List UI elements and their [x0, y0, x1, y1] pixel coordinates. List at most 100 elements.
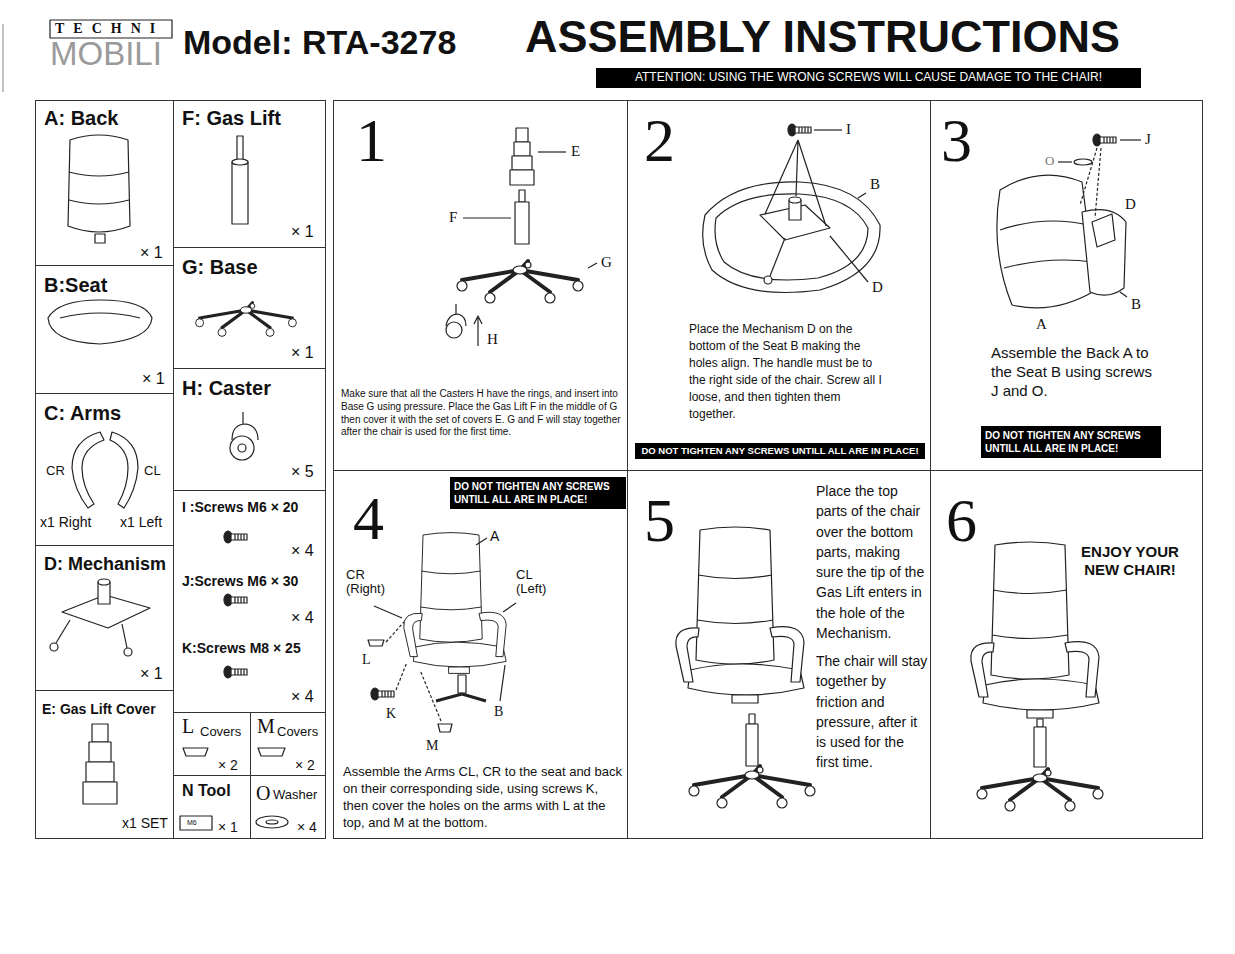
part-cell: N ToolM6 × 1 [173, 775, 251, 839]
quantity: × 1 [140, 665, 163, 683]
step4-drawing [503, 603, 516, 612]
warning-box: DO NOT TIGHTEN ANY SCREWS UNTILL ALL ARE… [450, 477, 626, 509]
caster-drawing [230, 412, 258, 460]
part-title: D: Mechanism [44, 554, 166, 575]
step2-drawing [789, 197, 801, 203]
mechanism-drawing [122, 624, 127, 648]
quantity: × 1 [218, 819, 238, 835]
back-drawing [69, 172, 129, 204]
step1-drawing [446, 322, 462, 338]
step3-drawing [1092, 214, 1115, 247]
step4-drawing [500, 665, 505, 701]
part-cell: L Covers × 2 [173, 712, 251, 776]
step6-drawing [977, 769, 1103, 811]
base-drawing [196, 303, 297, 337]
part-cell: D: Mechanism × 1 [35, 545, 174, 691]
step-number: 2 [644, 105, 675, 176]
mechanism-drawing [124, 648, 132, 656]
part-name: Covers [277, 725, 318, 740]
callout-letter: I [846, 121, 851, 138]
arms-drawing [72, 432, 138, 508]
part-title: N Tool [182, 782, 231, 800]
caster-drawing [230, 436, 254, 460]
tool-drawing [180, 816, 212, 830]
callout-letter: J [1145, 131, 1151, 148]
instruction-text: Place the top parts of the chair over th… [816, 481, 928, 643]
step-number: 6 [946, 485, 977, 556]
callout-letter: L [362, 652, 371, 667]
quantity: x1 Left [120, 514, 162, 530]
washer-drawing [256, 816, 288, 828]
quantity: × 2 [218, 757, 238, 773]
step1-drawing [515, 202, 529, 244]
step6-drawing [971, 542, 1099, 718]
back-drawing [95, 234, 105, 243]
warning-box: DO NOT TIGHTEN ANY SCREWS UNTILL ALL ARE… [635, 443, 925, 459]
attention-bar: ATTENTION: USING THE WRONG SCREWS WILL C… [596, 68, 1141, 88]
step2-drawing [814, 129, 842, 130]
part-cell: H: Caster× 5 [173, 368, 326, 491]
quantity: x1 Right [40, 514, 91, 530]
step-number: 5 [644, 485, 675, 556]
step4-drawing [368, 640, 384, 646]
part-title: J:Screws M6 × 30 [182, 573, 298, 589]
part-cell: G: Base× 1 [173, 247, 326, 369]
step4-drawing [368, 533, 516, 732]
step4-drawing [374, 606, 402, 618]
washer-drawing [256, 816, 288, 828]
step-number: 3 [941, 105, 972, 176]
step2-drawing [715, 194, 868, 280]
step4-drawing [476, 538, 487, 545]
gas-lift-cover-drawing [83, 724, 117, 804]
step-panel: 6ENJOY YOUR NEW CHAIR! [930, 470, 1203, 839]
seat-drawing [48, 300, 152, 344]
step3-drawing [997, 134, 1141, 308]
caster-drawing [238, 444, 246, 452]
callout-label: CR (Right) [346, 568, 392, 597]
gas-lift-cover-drawing [83, 782, 117, 804]
part-cell: B:Seat× 1 [35, 265, 174, 394]
step-number: 4 [353, 483, 384, 554]
callout-letter: A [490, 529, 499, 544]
caster-drawing [242, 412, 243, 424]
gas-lift-drawing [232, 136, 248, 224]
step3-drawing [1000, 221, 1093, 268]
warning-text: DO NOT TIGHTEN ANY SCREWS UNTILL ALL ARE… [454, 480, 622, 506]
step5-drawing [689, 766, 815, 808]
step3-drawing [1093, 134, 1116, 146]
part-title: H: Caster [182, 377, 271, 400]
part-name: Covers [200, 725, 241, 740]
part-cell: I :Screws M6 × 20× 4 [173, 490, 326, 566]
quantity: × 4 [297, 819, 317, 835]
step4-drawing [386, 622, 404, 642]
washer-drawing [266, 820, 278, 824]
seat-drawing [60, 313, 140, 318]
quantity: × 1 [142, 370, 165, 388]
step1-drawing [514, 142, 530, 156]
step-panel: 2Place the Mechanism D on the bottom of … [627, 100, 931, 471]
step4-drawing [458, 675, 466, 693]
arm-code: CR [46, 464, 65, 479]
step4-drawing [396, 662, 407, 690]
step-panel: 3Assemble the Back A to the Seat B using… [930, 100, 1203, 471]
part-cell: MCovers× 2 [250, 712, 326, 776]
part-cell: K:Screws M8 × 25× 4 [173, 630, 326, 713]
step1-drawing [510, 170, 534, 185]
mechanism-drawing [50, 579, 150, 656]
part-title: G: Base [182, 256, 258, 279]
screw-drawing [224, 594, 247, 606]
tool-size: M6 [187, 819, 197, 827]
callout-letter: F [449, 209, 457, 226]
part-letter: L [182, 715, 194, 738]
instruction-text: Make sure that all the Casters H have th… [341, 388, 623, 439]
arms-drawing [72, 432, 104, 508]
part-name: Washer [273, 788, 317, 803]
step3-drawing [1074, 159, 1092, 165]
step-number: 1 [356, 105, 387, 176]
step1-drawing [455, 304, 456, 314]
step4-drawing [404, 533, 507, 674]
gas-lift-drawing [232, 159, 248, 165]
gas-lift-cover-drawing [89, 742, 111, 762]
